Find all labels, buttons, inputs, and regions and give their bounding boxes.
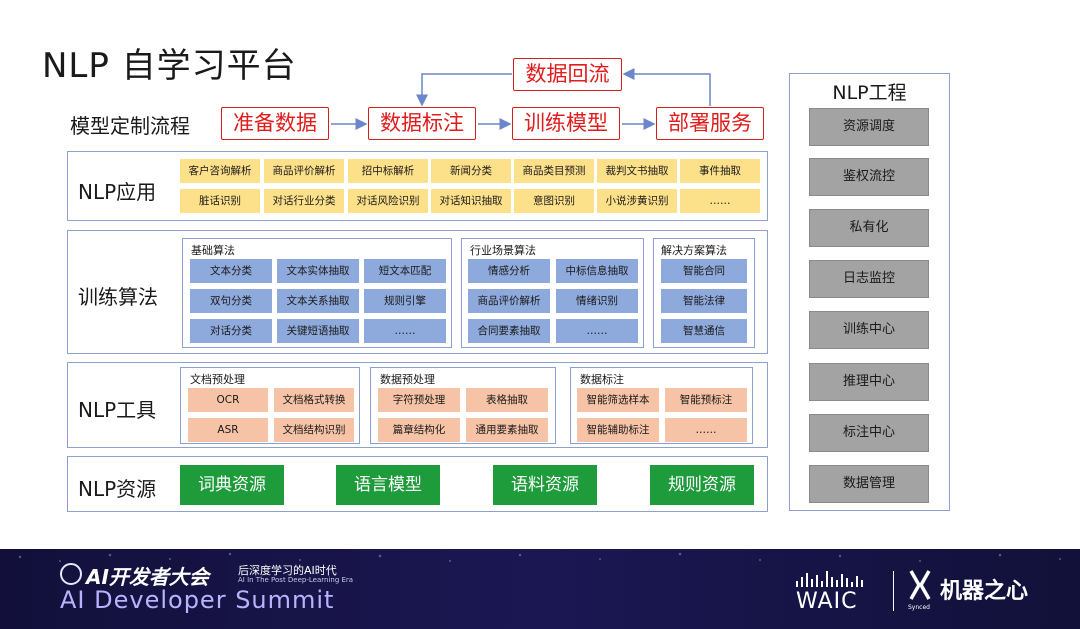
footer-dots-decoration (18, 552, 1061, 562)
app-chip: 小说涉黄识别 (597, 189, 677, 213)
engineering-item: 数据管理 (809, 465, 929, 503)
group-title-industry: 行业场景算法 (470, 244, 536, 257)
engineering-item: 标注中心 (809, 414, 929, 452)
group-industry-algorithms (461, 238, 644, 348)
algo-chip: 关键短语抽取 (277, 319, 359, 343)
engineering-title: NLP工程 (832, 82, 907, 104)
footer-slogan-en: AI In The Post Deep-Learning Era (238, 576, 354, 584)
algo-chip: 商品评价解析 (468, 289, 550, 313)
flow-step-train-model: 训练模型 (512, 107, 620, 140)
algo-chip: 双句分类 (190, 289, 272, 313)
algo-chip: 文本分类 (190, 259, 272, 283)
algo-chip: 规则引擎 (364, 289, 446, 313)
algo-chip: …… (364, 319, 446, 343)
footer-waic: WAIC (796, 589, 858, 614)
flow-loop-data-feedback: 数据回流 (513, 58, 622, 91)
app-chip: 裁判文书抽取 (597, 159, 677, 183)
algo-chip: 对话分类 (190, 319, 272, 343)
group-title-doc: 文档预处理 (190, 373, 245, 386)
engineering-item: 资源调度 (809, 108, 929, 146)
flow-step-prepare-data: 准备数据 (221, 107, 329, 140)
tool-chip: 篇章结构化 (378, 418, 460, 442)
algo-chip: 中标信息抽取 (556, 259, 638, 283)
engineering-item: 鉴权流控 (809, 158, 929, 196)
flow-label: 模型定制流程 (70, 114, 190, 138)
tool-chip: 表格抽取 (466, 388, 548, 412)
resource-chip-corpus: 语料资源 (493, 465, 597, 505)
app-chip: 商品评价解析 (264, 159, 344, 183)
group-data-annotation (570, 367, 753, 444)
panel-label-application: NLP应用 (78, 180, 157, 204)
footer-brand-en: AI Developer Summit (60, 586, 335, 614)
algo-chip: 智慧通信 (661, 319, 747, 343)
app-chip: 招中标解析 (348, 159, 428, 183)
algo-chip: 智能法律 (661, 289, 747, 313)
group-doc-preprocess (180, 367, 360, 444)
algo-chip: 情感分析 (468, 259, 550, 283)
algo-chip: 文本关系抽取 (277, 289, 359, 313)
engineering-item: 私有化 (809, 209, 929, 247)
panel-label-tools: NLP工具 (78, 398, 157, 422)
app-chip: 客户咨询解析 (180, 159, 260, 183)
tool-chip: 智能辅助标注 (577, 418, 659, 442)
algo-chip: 文本实体抽取 (277, 259, 359, 283)
group-solution-algorithms (653, 238, 755, 348)
flow-step-annotate-data: 数据标注 (368, 107, 476, 140)
app-chip: 对话风险识别 (348, 189, 428, 213)
tool-chip: 通用要素抽取 (466, 418, 548, 442)
group-title-solution: 解决方案算法 (661, 244, 727, 257)
resource-chip-rules: 规则资源 (650, 465, 754, 505)
app-chip: 意图识别 (514, 189, 594, 213)
resource-chip-dictionary: 词典资源 (180, 465, 284, 505)
tool-chip: OCR (188, 388, 268, 412)
arrow-loop-out (416, 73, 512, 107)
engineering-item: 日志监控 (809, 260, 929, 298)
footer-divider (893, 571, 894, 611)
group-title-annot: 数据标注 (580, 373, 624, 386)
flow-step-deploy-service: 部署服务 (656, 107, 764, 140)
algo-chip: 合同要素抽取 (468, 319, 550, 343)
tool-chip: 文档格式转换 (274, 388, 354, 412)
footer-jqzx: 机器之心 (940, 579, 1029, 604)
panel-label-training: 训练算法 (78, 285, 158, 309)
group-title-basic: 基础算法 (191, 244, 235, 257)
algo-chip: 短文本匹配 (364, 259, 446, 283)
group-title-data: 数据预处理 (380, 373, 435, 386)
resource-chip-language-model: 语言模型 (336, 465, 440, 505)
tool-chip: ASR (188, 418, 268, 442)
app-chip: 对话知识抽取 (431, 189, 511, 213)
engineering-item: 推理中心 (809, 363, 929, 401)
group-data-preprocess (370, 367, 556, 444)
tool-chip: …… (665, 418, 747, 442)
engineering-item: 训练中心 (809, 311, 929, 349)
app-chip: 商品类目预测 (514, 159, 594, 183)
footer-banner: AI开发者大会 后深度学习的AI时代 AI In The Post Deep-L… (0, 549, 1080, 629)
footer-slogan-cn: 后深度学习的AI时代 (238, 564, 337, 577)
panel-nlp-engineering (789, 73, 950, 511)
app-chip: 新闻分类 (431, 159, 511, 183)
algo-chip: 情绪识别 (556, 289, 638, 313)
summit-logo-icon (60, 563, 82, 585)
synced-logo-icon (909, 570, 931, 600)
app-chip: 事件抽取 (680, 159, 760, 183)
tool-chip: 智能预标注 (665, 388, 747, 412)
panel-label-resources: NLP资源 (78, 477, 157, 501)
algo-chip: 智能合同 (661, 259, 747, 283)
page-title: NLP 自学习平台 (42, 46, 297, 86)
tool-chip: 文档结构识别 (274, 418, 354, 442)
app-chip: …… (680, 189, 760, 213)
tool-chip: 智能筛选样本 (577, 388, 659, 412)
arrow-loop-in (622, 68, 711, 106)
footer-synced-small: Synced (908, 604, 930, 611)
footer-brand-cn: AI开发者大会 (86, 565, 209, 589)
app-chip: 对话行业分类 (264, 189, 344, 213)
flow-arrows (331, 68, 711, 130)
tool-chip: 字符预处理 (378, 388, 460, 412)
waic-bars-icon (796, 571, 863, 587)
app-chip: 脏话识别 (180, 189, 260, 213)
algo-chip: …… (556, 319, 638, 343)
group-basic-algorithms (182, 238, 452, 348)
